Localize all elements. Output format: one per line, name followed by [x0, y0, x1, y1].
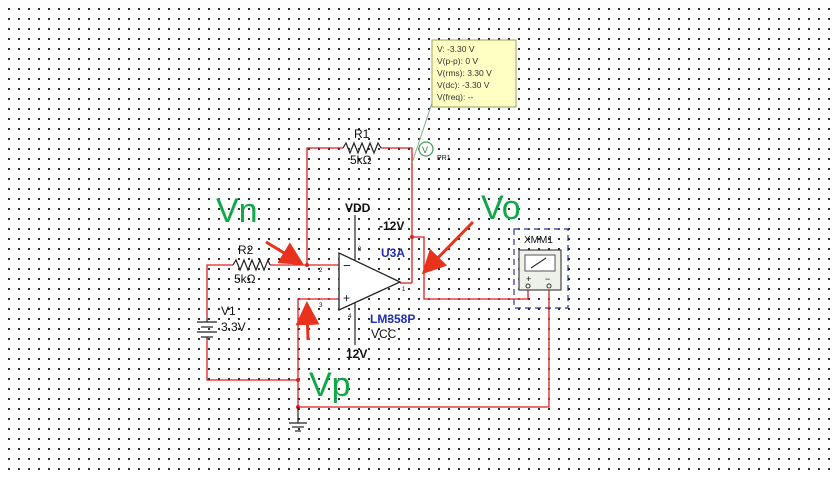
probe-symbol: V — [422, 145, 428, 155]
multimeter-terminal-minus[interactable] — [546, 283, 552, 289]
v1-name: V1 — [221, 304, 236, 318]
arrow-vo — [421, 220, 475, 275]
resistor-r2[interactable]: R2 5kΩ — [232, 243, 271, 286]
pin-top-number: 8 — [358, 247, 362, 253]
opamp-vcc-label: VCC — [371, 327, 397, 341]
junction-out — [410, 235, 414, 239]
voltage-probe-pr1[interactable]: V PR1 — [411, 102, 451, 164]
opamp-minus-sign: − — [343, 258, 351, 273]
probe-readout-tooltip: V: -3.30 V V(p-p): 0 V V(rms): 3.30 V V(… — [431, 39, 517, 108]
label-vn: Vn — [216, 192, 258, 230]
probe-reading-vrms: V(rms): 3.30 V — [437, 68, 492, 78]
probe-reading-vpp: V(p-p): 0 V — [437, 56, 478, 66]
r1-value: 5kΩ — [350, 153, 372, 167]
v1-value: 3.3V — [221, 320, 246, 334]
resistor-r1[interactable]: R1 5kΩ — [342, 127, 382, 167]
probe-leader-line — [411, 102, 433, 164]
multimeter-needle-icon — [530, 257, 547, 269]
opamp-vdd-label: VDD — [345, 201, 371, 215]
arrow-vn — [265, 240, 305, 266]
multimeter-plus: + — [526, 274, 531, 284]
label-vp: Vp — [309, 366, 351, 404]
opamp-name: U3A — [381, 246, 405, 260]
wire-r2-to-v1[interactable] — [206, 264, 233, 318]
r1-name: R1 — [354, 127, 370, 141]
label-vo: Vo — [481, 189, 521, 227]
ground-symbol[interactable] — [289, 407, 307, 432]
multimeter-terminal-plus[interactable] — [525, 283, 531, 289]
battery-v1[interactable]: V1 3.3V — [197, 304, 246, 340]
pin-noninv-number: 3 — [319, 303, 323, 309]
opamp-vcc-value: 12V — [346, 347, 367, 361]
multimeter-xmm1[interactable]: XMM1 + − — [513, 228, 569, 309]
opamp-vdd-value: -12V — [379, 219, 404, 233]
junction-inv — [305, 263, 309, 267]
r2-value: 5kΩ — [234, 272, 256, 286]
probe-icon[interactable] — [418, 141, 434, 157]
arrow-vp — [295, 301, 320, 341]
junction-gnd-upper — [296, 378, 300, 382]
pin-out-number: 1 — [402, 287, 406, 293]
opamp-part: LM358P — [370, 312, 415, 326]
probe-name: PR1 — [437, 155, 451, 162]
wire-feedback-right[interactable] — [381, 147, 413, 283]
multimeter-display — [524, 254, 556, 272]
wire-v1-to-gnd[interactable] — [206, 340, 298, 381]
opamp-plus-sign: + — [343, 291, 350, 305]
probe-reading-v: V: -3.30 V — [437, 44, 475, 54]
probe-reading-vdc: V(dc): -3.30 V — [437, 80, 490, 90]
probe-reading-vfreq: V(freq): -- — [437, 92, 474, 102]
wire-feedback-left[interactable] — [306, 147, 343, 265]
annotation-labels: Vn Vo Vp — [216, 189, 521, 404]
pin-bottom-number: 4 — [348, 314, 352, 320]
wire-meter-to-gnd[interactable] — [298, 287, 550, 408]
wire-noninv-to-gnd[interactable] — [297, 298, 339, 407]
opamp-u3a[interactable]: − + 2 3 1 8 4 VDD -12V U3A LM358P VCC 12… — [319, 201, 415, 361]
annotation-arrows — [265, 220, 475, 341]
pin-inv-number: 2 — [319, 268, 323, 274]
multimeter-name: XMM1 — [524, 235, 553, 246]
r2-name: R2 — [238, 243, 254, 257]
wire-out-to-meter[interactable] — [412, 236, 529, 300]
multimeter-minus: − — [545, 274, 550, 284]
multimeter-selection-box — [513, 228, 569, 309]
